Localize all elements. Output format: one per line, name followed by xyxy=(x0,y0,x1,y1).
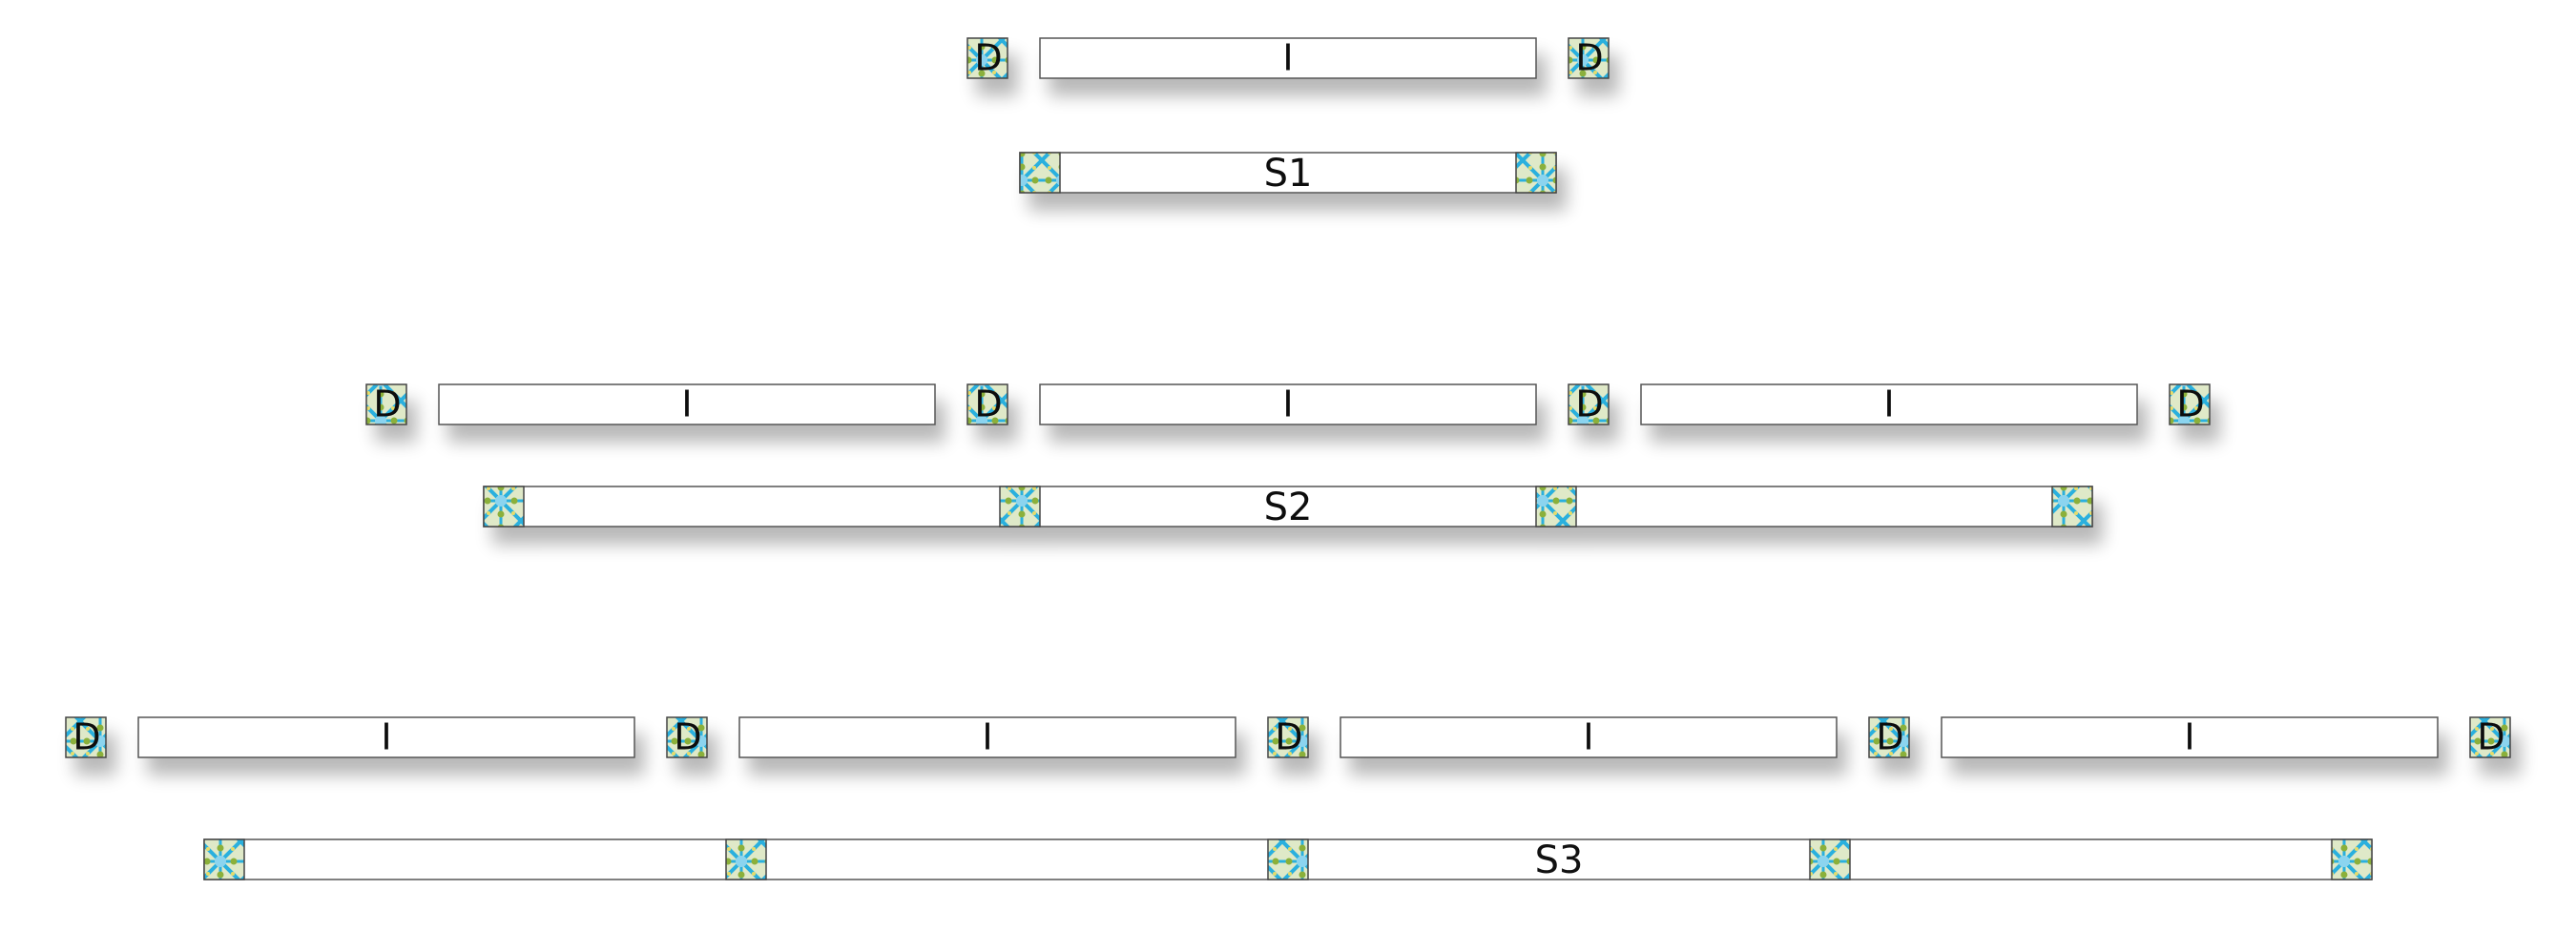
strip-tile-icon xyxy=(725,838,767,880)
i-bar-box xyxy=(438,383,936,425)
d-label: D xyxy=(674,716,701,758)
strip-label: S2 xyxy=(1264,486,1313,529)
strip-tile-icon xyxy=(2331,838,2373,880)
d-tile: D xyxy=(1568,383,1610,425)
strip-box xyxy=(483,486,2093,528)
tile-pattern-icon xyxy=(966,37,1008,79)
i-bar: I xyxy=(1340,716,1838,758)
d-tile: D xyxy=(966,383,1008,425)
strip: S2 xyxy=(483,486,2093,529)
strip-tile-icon xyxy=(1515,152,1557,194)
strip-tile-icon xyxy=(1535,486,1577,528)
d-label: D xyxy=(2176,383,2204,425)
strip-tile-icon xyxy=(2051,486,2093,528)
d-label: D xyxy=(974,383,1002,425)
i-bar: I xyxy=(1039,37,1537,79)
d-label: D xyxy=(1575,37,1603,79)
i-bar: I xyxy=(1039,383,1537,425)
d-label: D xyxy=(974,37,1002,79)
d-label: D xyxy=(1275,716,1302,758)
d-label: D xyxy=(1876,716,1903,758)
i-bar: I xyxy=(438,383,936,425)
d-label: D xyxy=(2477,716,2504,758)
tile-pattern-icon xyxy=(1568,383,1610,425)
strip-tile-icon xyxy=(1809,838,1851,880)
d-tile: D xyxy=(1868,716,1910,758)
d-label: D xyxy=(373,383,401,425)
d-label: D xyxy=(73,716,100,758)
strip-label: S3 xyxy=(1535,838,1584,882)
i-bar-box xyxy=(1640,383,2138,425)
i-bar-box xyxy=(137,716,635,758)
i-bar-box xyxy=(1039,37,1537,79)
d-tile: D xyxy=(966,37,1008,79)
tile-pattern-icon xyxy=(2469,716,2511,758)
i-bar-box xyxy=(1340,716,1838,758)
i-bar-box xyxy=(1941,716,2439,758)
d-tile: D xyxy=(666,716,708,758)
strip-tile-icon xyxy=(1267,838,1309,880)
i-label: I xyxy=(1282,37,1293,79)
i-bar: I xyxy=(1941,716,2439,758)
i-bar-box xyxy=(738,716,1236,758)
d-tile: D xyxy=(1267,716,1309,758)
i-bar: I xyxy=(1640,383,2138,425)
i-bar: I xyxy=(137,716,635,758)
d-tile: D xyxy=(65,716,107,758)
i-label: I xyxy=(1883,383,1894,425)
d-tile: D xyxy=(2469,716,2511,758)
d-label: D xyxy=(1575,383,1603,425)
tile-pattern-icon xyxy=(666,716,708,758)
tile-pattern-icon xyxy=(966,383,1008,425)
row-1: D I D S1 xyxy=(966,37,1610,196)
i-label: I xyxy=(381,716,391,758)
strip-tile-icon xyxy=(1019,152,1061,194)
strip-label: S1 xyxy=(1264,152,1313,196)
tile-pattern-icon xyxy=(2169,383,2211,425)
i-label: I xyxy=(1583,716,1593,758)
strip-tile-icon xyxy=(999,486,1041,528)
strip: S3 xyxy=(203,838,2373,882)
tile-pattern-icon xyxy=(365,383,407,425)
i-label: I xyxy=(2184,716,2194,758)
i-label: I xyxy=(681,383,692,425)
i-label: I xyxy=(982,716,992,758)
tile-pattern-icon xyxy=(65,716,107,758)
d-tile: D xyxy=(365,383,407,425)
row-2: D I D I D I D S2 xyxy=(365,383,2211,529)
tile-pattern-icon xyxy=(1267,716,1309,758)
i-label: I xyxy=(1282,383,1293,425)
i-bar: I xyxy=(738,716,1236,758)
d-tile: D xyxy=(1568,37,1610,79)
strip-tile-icon xyxy=(203,838,245,880)
d-tile: D xyxy=(2169,383,2211,425)
tile-pattern-icon xyxy=(1868,716,1910,758)
strip-tile-icon xyxy=(483,486,525,528)
row-3: D I D I D I D I D S3 xyxy=(65,716,2511,882)
i-bar-box xyxy=(1039,383,1537,425)
strip: S1 xyxy=(1019,152,1557,196)
tile-pattern-icon xyxy=(1568,37,1610,79)
